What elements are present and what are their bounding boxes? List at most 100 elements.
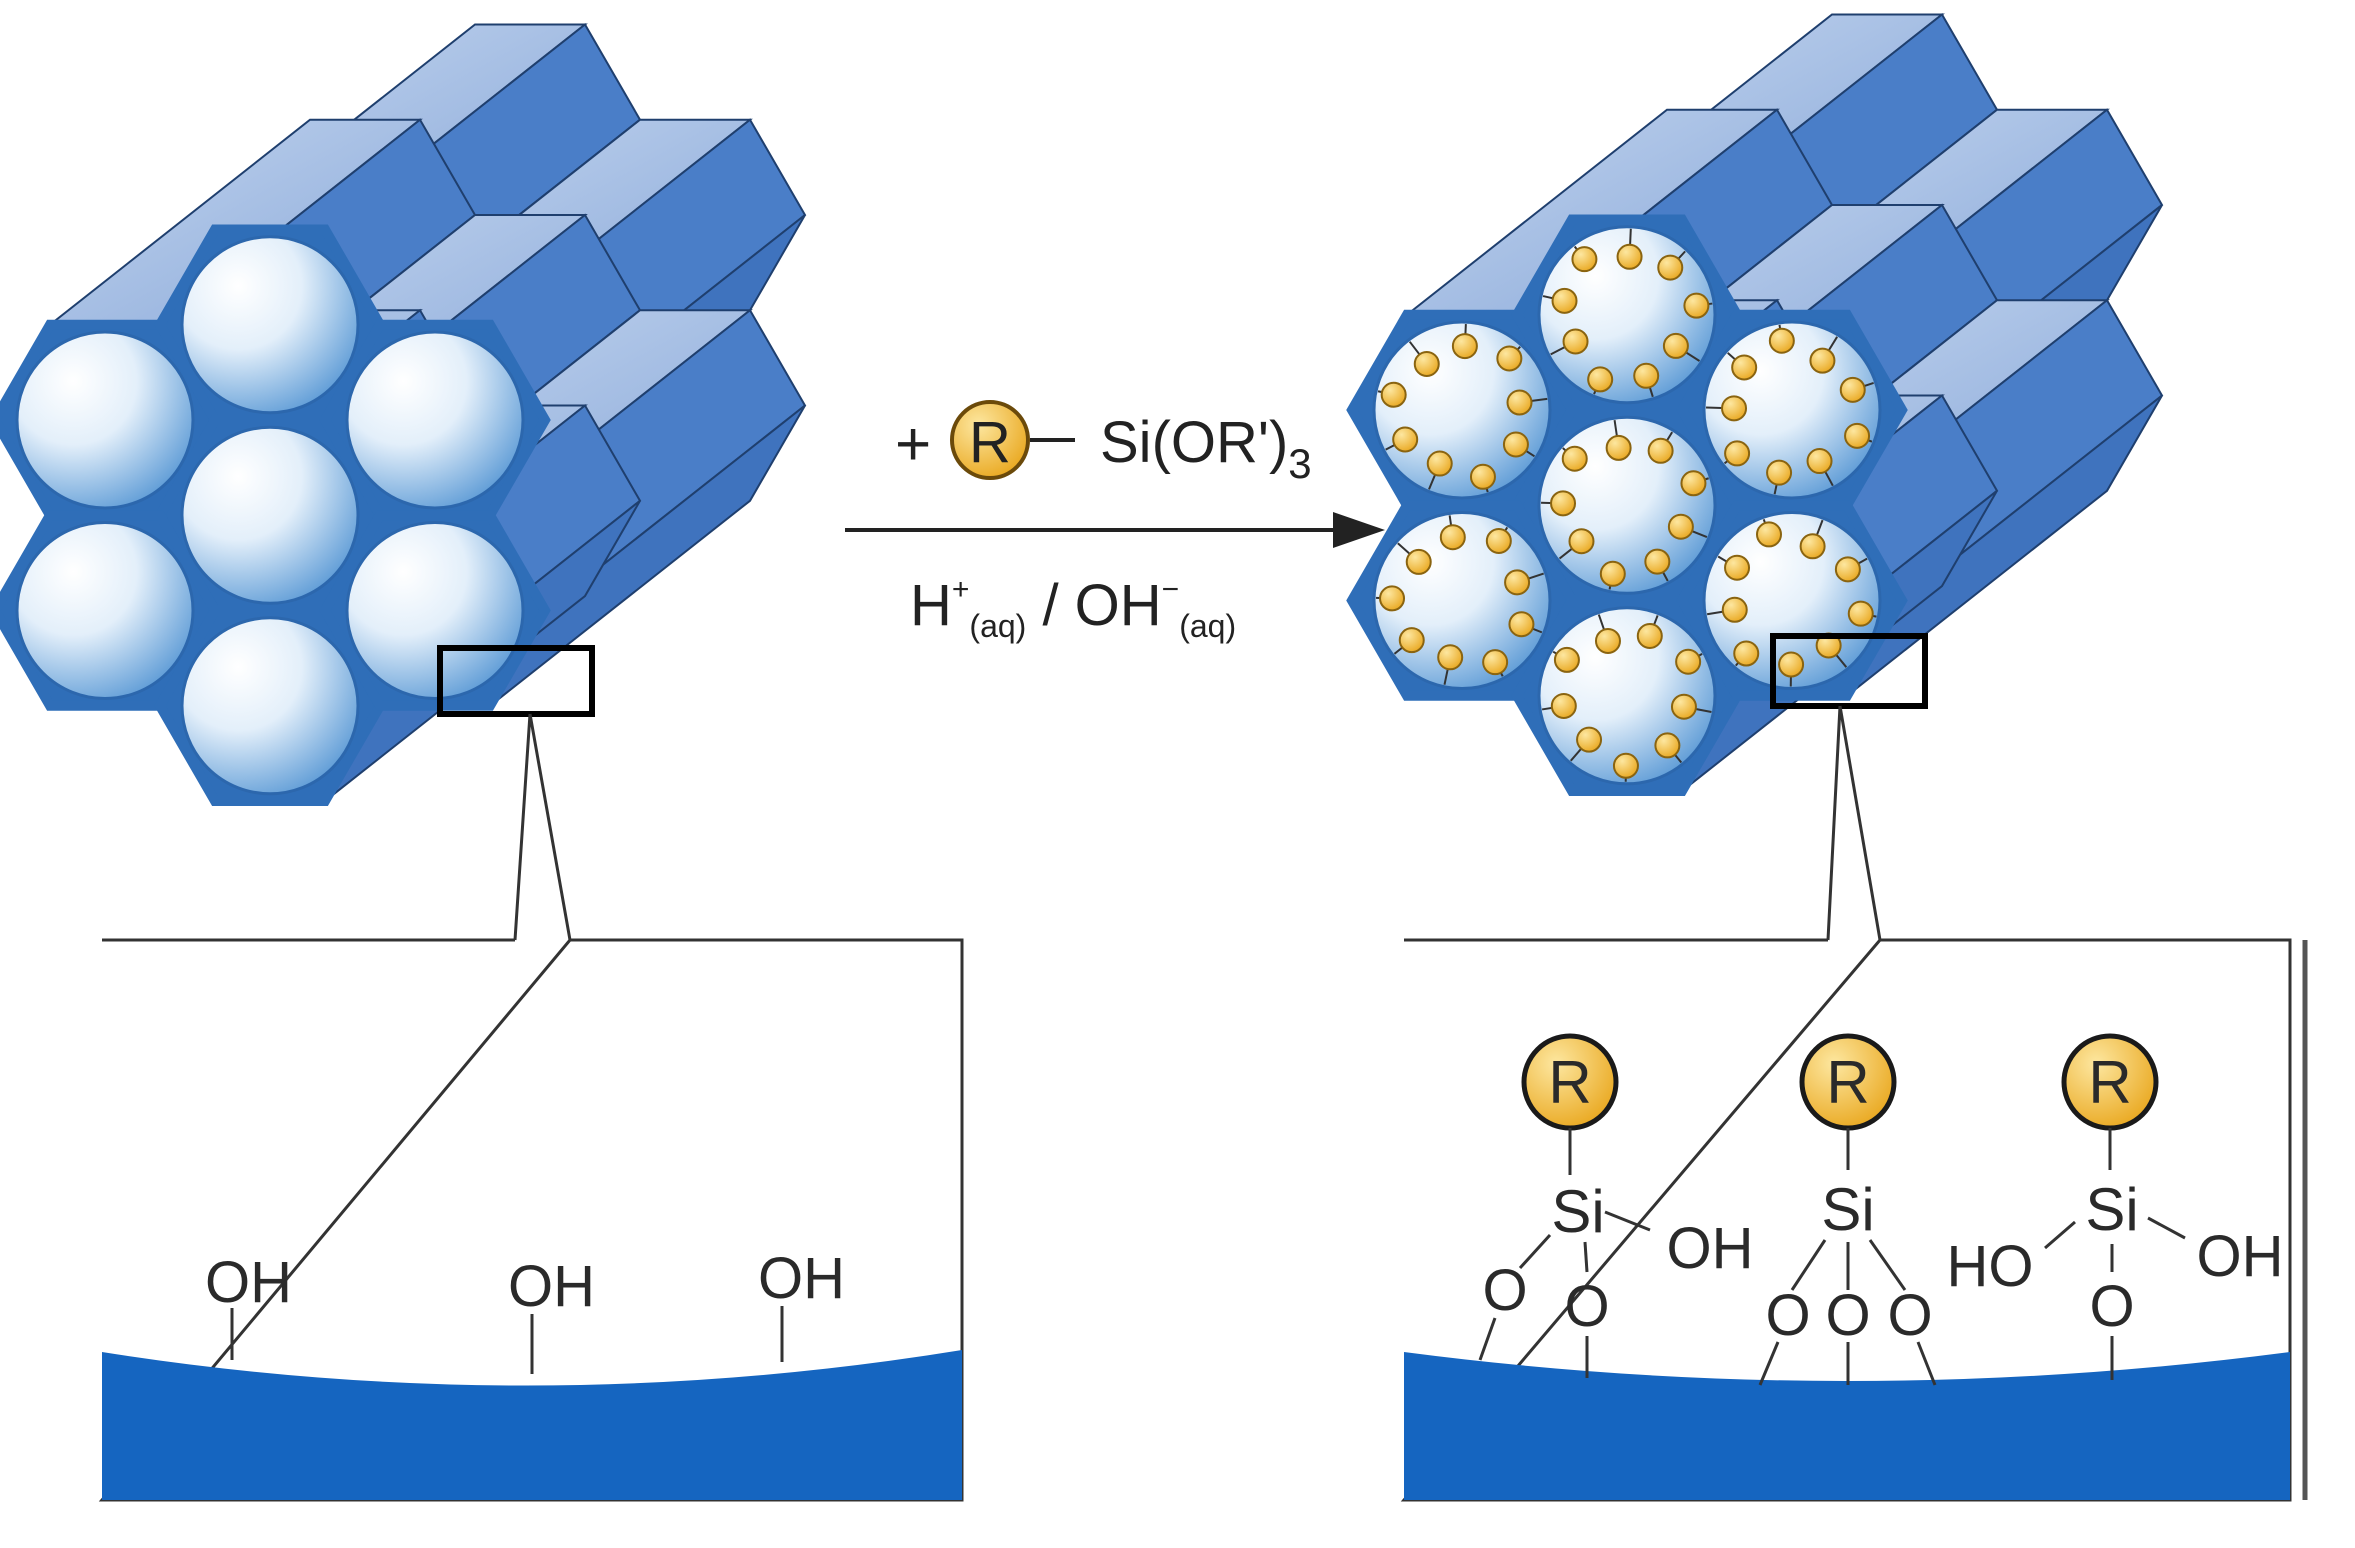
r-group-circle-icon — [1647, 437, 1674, 464]
circular-pore-icon — [15, 521, 195, 701]
hydroxyl-group: OH — [1667, 1216, 1754, 1281]
r-group-circle-icon — [1670, 693, 1697, 720]
r-group-circle-icon — [1568, 528, 1595, 555]
left-inset-panel: OH OH OH — [98, 713, 964, 1502]
r-group-circle-icon — [1571, 246, 1598, 273]
r-group-circle-icon — [1502, 431, 1529, 458]
r-group-circle-icon — [1721, 395, 1748, 422]
oxygen-atom: O — [1564, 1274, 1609, 1339]
r-group-circle-icon — [1550, 692, 1577, 719]
r-group-circle-icon — [1755, 521, 1782, 548]
r-group-circle-icon — [1731, 354, 1758, 381]
silicon-atom: Si — [1551, 1178, 1604, 1245]
r-group-circle-icon — [1405, 548, 1432, 575]
r-group-circle-icon — [1562, 328, 1589, 355]
right-zoom-box — [1770, 633, 1928, 709]
bond-line — [1790, 1239, 1827, 1291]
r-group-circle-icon — [950, 400, 1030, 480]
r-group-circle-icon — [1657, 254, 1684, 281]
r-group-circle-icon — [1644, 548, 1671, 575]
r-group-circle-icon — [1594, 627, 1621, 654]
functionalized-mesoporous-silica — [1346, 12, 2164, 797]
r-group-circle-icon — [1834, 556, 1861, 583]
r-group-circle-icon — [1768, 327, 1795, 354]
r-group-circle-icon — [1482, 649, 1509, 676]
reagent-r-label: R — [969, 410, 1011, 475]
r-group-circle-icon — [1733, 640, 1760, 667]
circular-pore-icon — [345, 330, 525, 510]
r-group-circle-icon — [1380, 381, 1407, 408]
r-group-circle-icon — [1550, 490, 1577, 517]
reaction-conditions: + R Si(OR')3 H+(aq) / OH−(aq) — [845, 400, 1385, 644]
bond-line — [2147, 1216, 2186, 1240]
r-group-circle-icon — [1504, 569, 1531, 596]
r-group-circle-icon — [1778, 651, 1805, 678]
plus-sign: + — [895, 410, 931, 479]
bond-line — [1604, 1210, 1651, 1232]
r-group-circle-icon — [1847, 600, 1874, 627]
r-group-circle-icon — [1553, 646, 1580, 673]
r-group-circle-icon — [1426, 450, 1453, 477]
r-group-circle-icon — [1576, 726, 1603, 753]
r-group-circle-icon — [1766, 459, 1793, 486]
silanol-label-2: OH — [508, 1254, 595, 1319]
bond-line — [1518, 1233, 1552, 1270]
r-group-circle-icon — [1799, 533, 1826, 560]
r-group-circle-icon — [1561, 445, 1588, 472]
r-group-circle-icon — [1599, 560, 1626, 587]
hydroxyl-group: HO — [1947, 1234, 2034, 1299]
circular-pore-icon — [180, 235, 360, 415]
r-group-circle-icon — [1392, 426, 1419, 453]
r-group-circle-icon — [1724, 440, 1751, 467]
pristine-mesoporous-silica — [0, 22, 807, 807]
oxygen-atom: O — [1765, 1283, 1810, 1348]
r-group-circle-icon — [1451, 333, 1478, 360]
functionalized-surface — [1404, 1352, 2290, 1500]
r-group-label: R — [1826, 1049, 1869, 1116]
r-group-circle-icon — [1379, 585, 1406, 612]
r-group-circle-icon — [1506, 389, 1533, 416]
r-group-circle-icon — [1636, 622, 1663, 649]
catalyst-conditions: H+(aq) / OH−(aq) — [910, 573, 1236, 644]
left-zoom-box — [437, 645, 595, 717]
oxygen-atom: O — [1825, 1283, 1870, 1348]
bond-line — [1916, 1341, 1937, 1386]
right-inset-connector — [1826, 705, 1882, 941]
bond-line — [1583, 1241, 1589, 1273]
r-group-label: R — [2088, 1049, 2131, 1116]
r-group-circle-icon — [1587, 366, 1614, 393]
hydroxyl-group: OH — [2197, 1224, 2284, 1289]
silanol-label-1: OH — [205, 1250, 292, 1315]
bond-line — [1758, 1341, 1780, 1386]
r-group-circle-icon — [1398, 627, 1425, 654]
r-group-circle-icon — [1437, 644, 1464, 671]
silicon-atom: Si — [1821, 1176, 1874, 1243]
r-group-circle-icon — [1616, 243, 1643, 270]
r-group-circle-icon — [1612, 752, 1639, 779]
r-group-circle-icon — [1508, 611, 1535, 638]
r-group-circle-icon — [1439, 524, 1466, 551]
r-group-circle-icon — [1844, 422, 1871, 449]
r-group-circle-icon — [1839, 376, 1866, 403]
r-group-label: R — [1548, 1049, 1591, 1116]
r-group-circle-icon — [1413, 350, 1440, 377]
circular-pore-icon — [180, 616, 360, 796]
circular-pore-icon — [345, 521, 525, 701]
r-group-circle-icon — [1809, 347, 1836, 374]
oxygen-atom: O — [1887, 1283, 1932, 1348]
bond-line — [1868, 1239, 1907, 1291]
reagent-formula: Si(OR')3 — [1100, 410, 1312, 487]
silicon-atom: Si — [2085, 1176, 2138, 1243]
r-group-circle-icon — [1551, 287, 1578, 314]
r-group-circle-icon — [1806, 448, 1833, 475]
r-group-circle-icon — [1680, 470, 1707, 497]
circular-pore-icon — [15, 330, 195, 510]
left-inset-connector — [513, 713, 572, 941]
r-group-circle-icon — [1654, 732, 1681, 759]
silanol-label-3: OH — [758, 1246, 845, 1311]
bond-line — [2044, 1220, 2076, 1250]
r-group-circle-icon — [1683, 292, 1710, 319]
oxygen-atom: O — [1482, 1258, 1527, 1323]
